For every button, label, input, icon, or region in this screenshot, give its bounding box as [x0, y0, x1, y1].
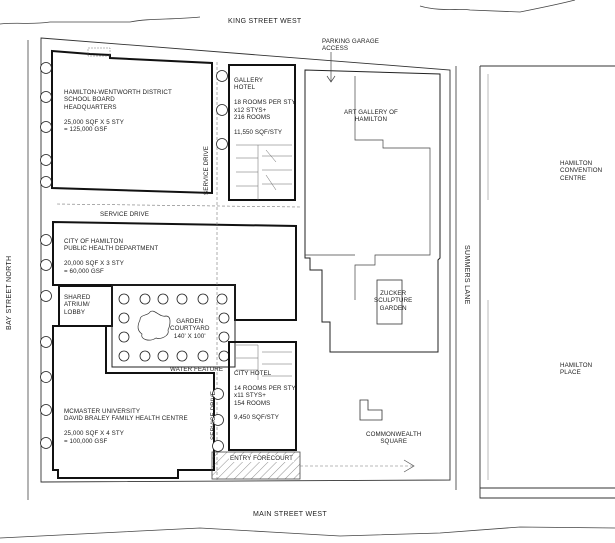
parking-arrow	[326, 52, 336, 83]
gallery-hotel-rooms	[236, 144, 292, 200]
water-feature-label: WATER FEATURE	[170, 366, 224, 373]
courtyard-area	[111, 284, 236, 368]
gallery-hotel-building	[228, 64, 296, 201]
city-hotel-rooms	[236, 344, 292, 380]
city-hotel-building	[228, 341, 297, 451]
street-label-south: MAIN STREET WEST	[253, 511, 327, 518]
commonwealth-square	[359, 399, 383, 421]
service-drives	[56, 62, 415, 480]
convention-centre-outline	[479, 65, 615, 499]
art-gallery-building	[304, 69, 441, 353]
street-label-east: SUMMERS LANE	[463, 245, 470, 305]
forecourt-label: ENTRY FORECOURT	[229, 455, 295, 463]
school-board-building	[51, 49, 213, 195]
courtyard-trees	[118, 293, 230, 362]
art-gallery-inner	[305, 76, 431, 300]
school-board-entry	[87, 47, 111, 57]
entry-arrow	[403, 459, 415, 473]
street-label-north: KING STREET WEST	[228, 18, 302, 25]
site-boundary	[40, 37, 451, 483]
mcmaster-building	[52, 325, 215, 479]
courtyard-feature	[137, 310, 171, 341]
zucker-garden	[376, 279, 403, 325]
street-trees	[40, 62, 228, 452]
service-drive-label-bottom: SERVICE DRIVE	[210, 391, 217, 440]
service-drive-label-top: SERVICE DRIVE	[203, 146, 210, 195]
street-label-west: BAY STREET NORTH	[6, 255, 13, 330]
service-drive-label: SERVICE DRIVE	[100, 211, 149, 218]
